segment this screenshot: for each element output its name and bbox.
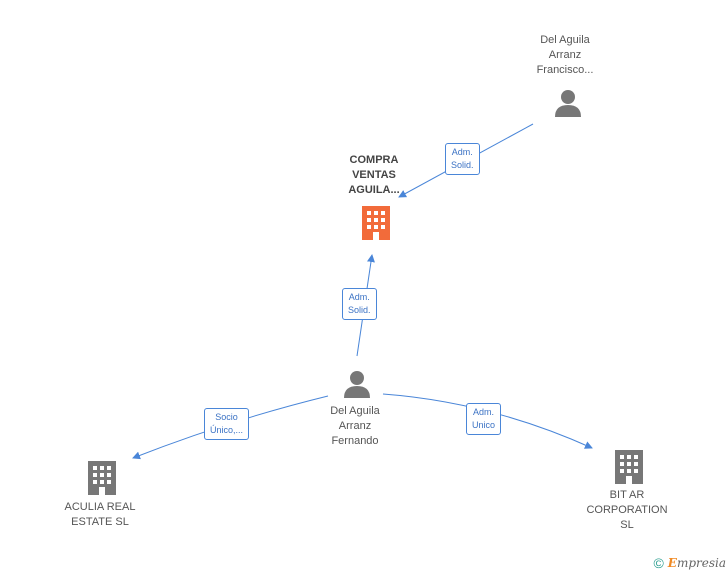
badge-line: Socio (215, 412, 238, 422)
label-line: Francisco... (536, 64, 594, 76)
badge-line: Solid. (348, 305, 371, 315)
copyright-icon: © (653, 555, 664, 571)
label-line: COMPRA (349, 154, 399, 166)
node-label-compra[interactable]: COMPRA VENTAS AGUILA... (324, 153, 424, 198)
brand-initial: E (667, 556, 677, 570)
person-icon[interactable] (553, 88, 583, 118)
badge-line: Único,... (210, 425, 244, 435)
badge-line: Adm. (473, 407, 495, 417)
label-line: ESTATE SL (71, 516, 129, 528)
label-line: VENTAS (352, 169, 396, 181)
building-icon[interactable] (86, 459, 118, 495)
footer-brand: © Empresia (653, 555, 726, 571)
node-label-aculia[interactable]: ACULIA REAL ESTATE SL (50, 500, 150, 530)
label-line: AGUILA... (348, 184, 400, 196)
label-line: SL (620, 519, 634, 531)
building-icon[interactable] (613, 448, 645, 484)
brand-logo: Empresia (668, 556, 726, 570)
node-label-francisco[interactable]: Del Aguila Arranz Francisco... (515, 33, 615, 78)
badge-line: Adm. (348, 292, 370, 302)
label-line: Arranz (338, 420, 372, 432)
node-label-bitar[interactable]: BIT AR CORPORATION SL (577, 488, 677, 533)
label-line: BIT AR (609, 489, 645, 501)
node-label-fernando[interactable]: Del Aguila Arranz Fernando (305, 404, 405, 449)
badge-line: Solid. (451, 160, 474, 170)
edge-badge-fernando-compra[interactable]: Adm. Solid. (342, 288, 377, 320)
edge-badge-fernando-aculia[interactable]: Socio Único,... (204, 408, 250, 440)
badge-line: Adm. (451, 147, 473, 157)
label-line: Arranz (548, 49, 582, 61)
label-line: Fernando (331, 435, 379, 447)
brand-rest: mpresia (676, 556, 726, 570)
person-icon[interactable] (342, 369, 372, 399)
label-line: CORPORATION (586, 504, 668, 516)
badge-line: Unico (472, 420, 496, 430)
edge-badge-fernando-bitar[interactable]: Adm. Unico (466, 403, 502, 435)
building-icon-main[interactable] (360, 204, 392, 240)
edge-badge-francisco-compra[interactable]: Adm. Solid. (445, 143, 480, 175)
label-line: Del Aguila (540, 34, 590, 46)
label-line: Del Aguila (330, 405, 380, 417)
label-line: ACULIA REAL (64, 501, 136, 513)
